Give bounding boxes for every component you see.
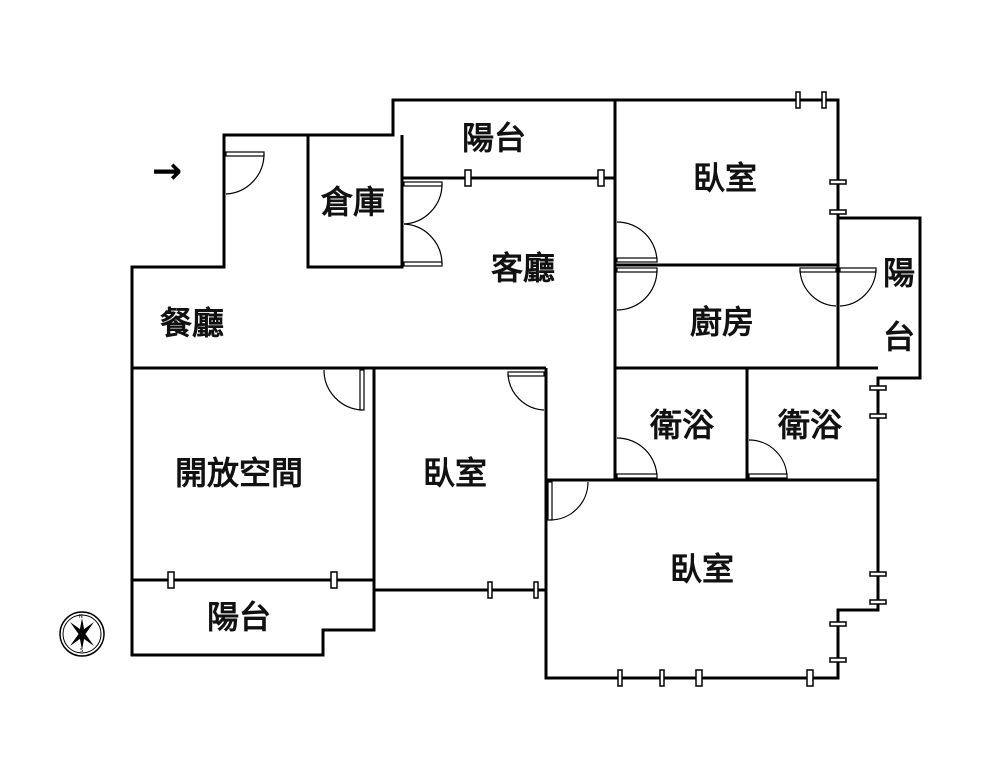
outer-wall <box>130 98 922 680</box>
room-label-bedroom-top-right: 臥室 <box>693 159 758 197</box>
room-label-balcony-bottom: 陽台 <box>207 598 272 636</box>
room-label-living-room: 客廳 <box>491 249 556 287</box>
room-label-balcony-right-1: 陽 <box>882 254 915 292</box>
room-label-balcony-top: 陽台 <box>462 119 527 157</box>
room-label-dining-room: 餐廳 <box>160 304 225 342</box>
room-label-storage: 倉庫 <box>321 183 386 221</box>
room-label-bedroom-bottom-right: 臥室 <box>670 550 735 588</box>
room-label-open-space: 開放空間 <box>175 454 304 492</box>
compass-north-label: N <box>79 614 83 620</box>
room-label-bathroom-1: 衛浴 <box>650 406 715 444</box>
storage-walls <box>306 135 404 269</box>
room-label-balcony-right-2: 台 <box>882 318 915 356</box>
compass-south-label: S <box>80 648 84 654</box>
compass-icon <box>59 611 105 657</box>
entrance-arrow-icon: → <box>152 151 183 192</box>
doors <box>225 151 877 521</box>
inner-walls <box>132 100 878 590</box>
room-label-kitchen: 廚房 <box>690 303 755 341</box>
windows <box>167 91 887 687</box>
room-label-bedroom-middle: 臥室 <box>423 454 488 492</box>
room-label-bathroom-2: 衛浴 <box>778 406 843 444</box>
